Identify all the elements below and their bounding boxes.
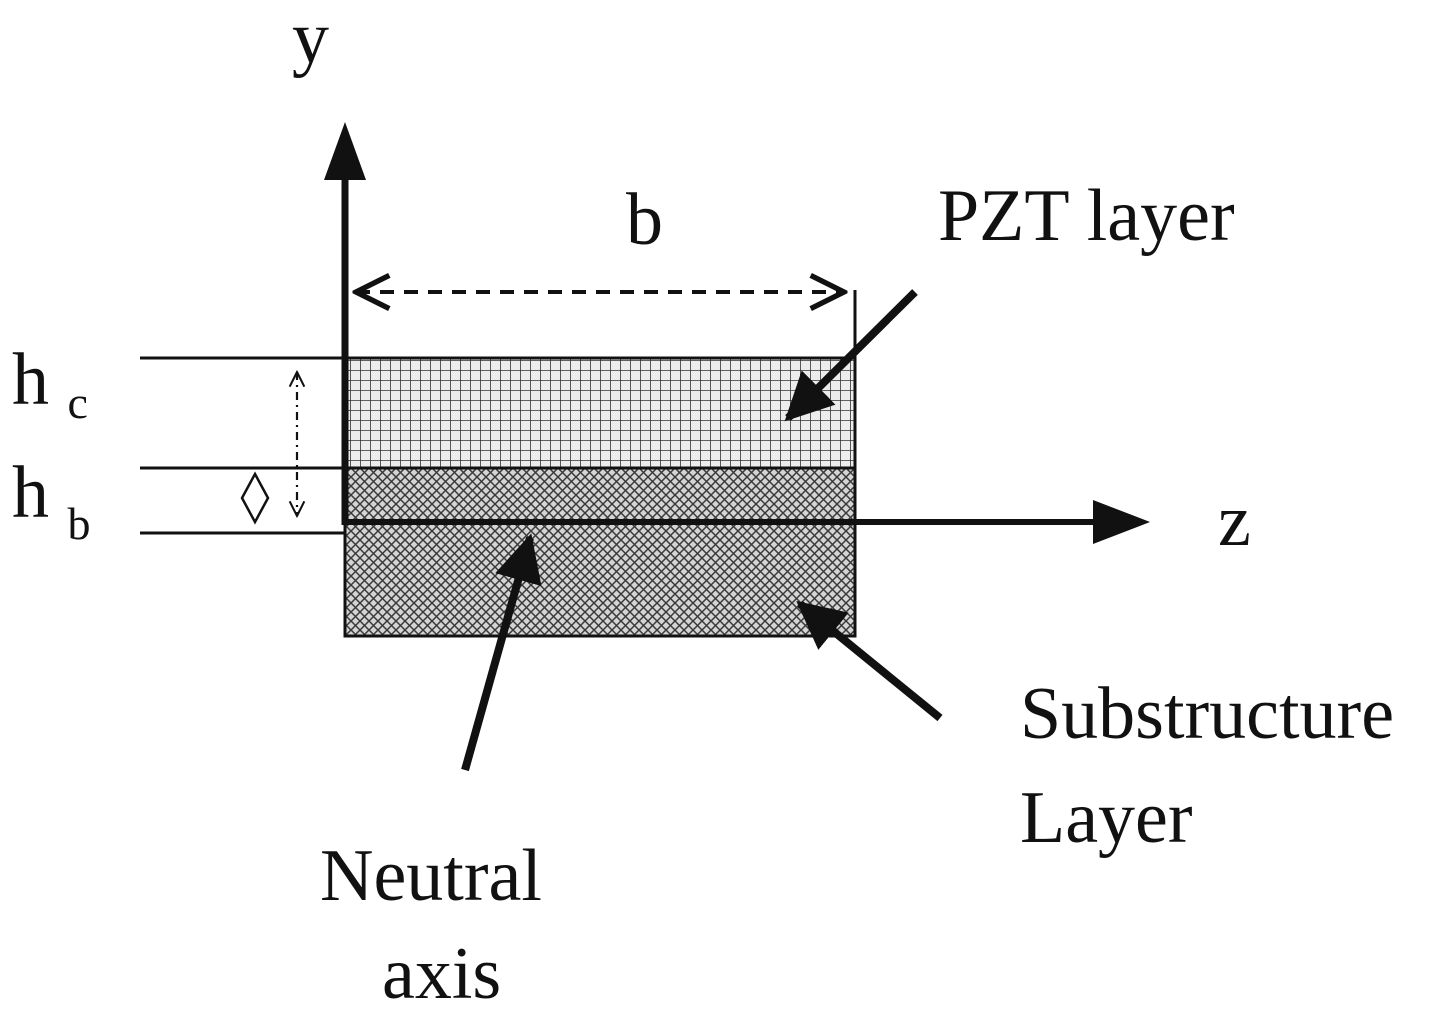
substructure-layer bbox=[343, 466, 857, 638]
y-axis-label: y bbox=[292, 0, 329, 79]
hb-dimension-marker bbox=[240, 471, 270, 525]
neutral-axis-label-line1: Neutral bbox=[320, 835, 542, 917]
substructure-label-line2: Layer bbox=[1020, 777, 1193, 859]
hb-label-base: h bbox=[12, 452, 49, 534]
hc-label-subscript: c bbox=[68, 377, 88, 428]
pzt-pointer-arrow bbox=[784, 289, 918, 422]
pzt-layer bbox=[343, 356, 857, 470]
substructure-label-line1: Substructure bbox=[1020, 673, 1394, 755]
pzt-layer-label: PZT layer bbox=[938, 175, 1235, 257]
neutral-axis-pointer-arrow bbox=[461, 533, 542, 772]
hb-label-subscript: b bbox=[68, 498, 91, 549]
neutral-axis-label-line2: axis bbox=[382, 933, 501, 1015]
width-label: b bbox=[626, 179, 663, 261]
y-axis-arrowhead bbox=[324, 122, 366, 180]
substructure-pointer-arrow bbox=[796, 600, 943, 722]
z-axis-label: z bbox=[1218, 480, 1251, 562]
z-axis-arrowhead bbox=[1093, 500, 1150, 544]
hc-label-base: h bbox=[12, 339, 49, 421]
hb-label: h b bbox=[12, 452, 91, 549]
hc-label: h c bbox=[12, 339, 88, 428]
